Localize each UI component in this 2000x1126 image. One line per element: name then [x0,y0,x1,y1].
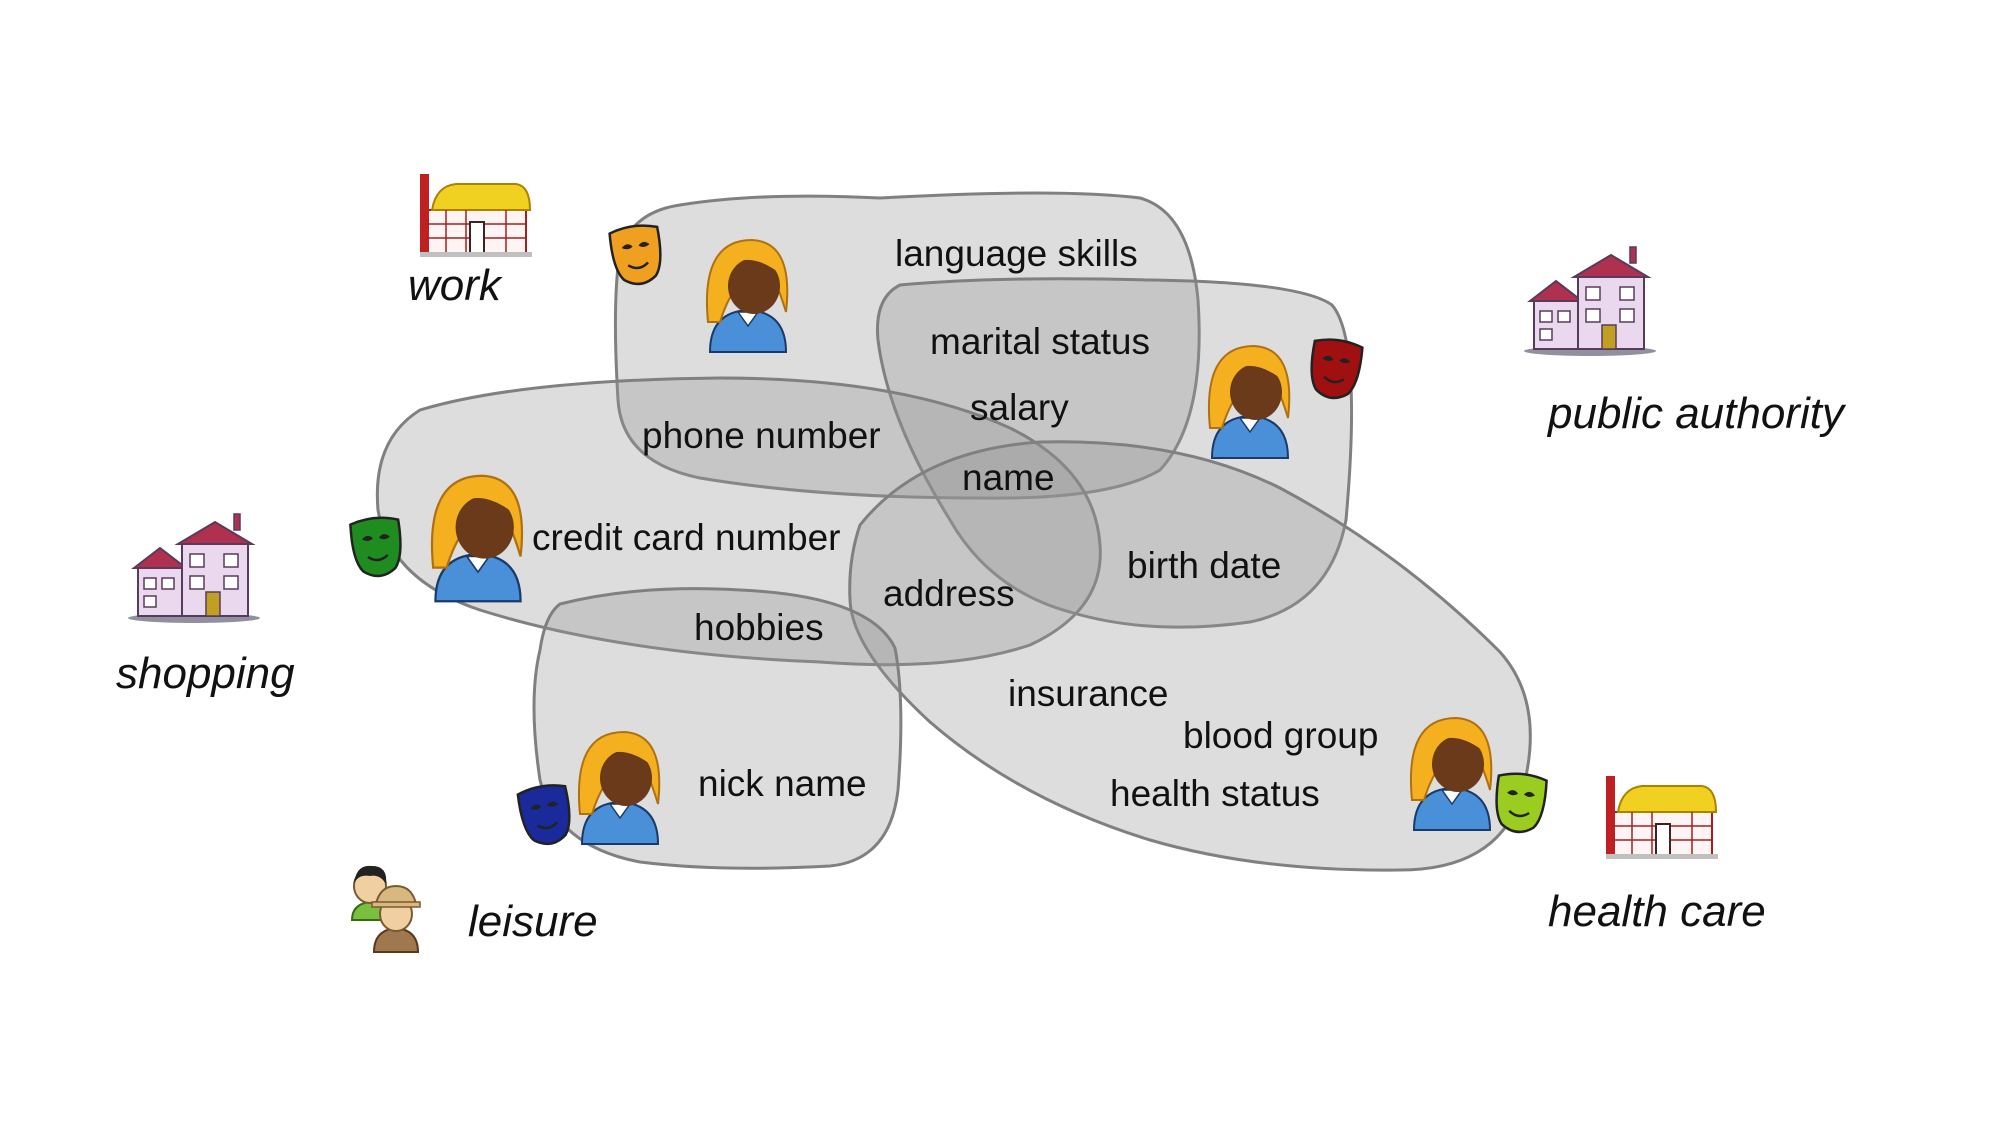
context-icons [127,173,1719,953]
attr-birth-date: birth date [1127,545,1281,586]
shop-building-icon [127,513,261,624]
person-icon-health-care [1409,717,1493,831]
label-shopping: shopping [116,649,295,698]
region-shopping [375,376,1102,667]
label-leisure: leisure [468,897,598,946]
mask-icon-health-care [1491,770,1549,836]
attr-credit-card-number: credit card number [532,517,840,558]
region-health-care [848,440,1532,872]
attr-name: name [962,457,1055,498]
people-group-icon [350,865,421,953]
attr-hobbies: hobbies [694,607,824,648]
context-labels: work public authority shopping leisure h… [116,261,1847,946]
attr-marital-status: marital status [930,321,1150,362]
office-building-icon [419,173,533,258]
mask-icon-shopping [348,514,406,580]
person-icon-leisure [577,731,661,845]
attr-health-status: health status [1110,773,1320,814]
identity-regions [375,191,1532,872]
label-public-authority: public authority [1546,389,1847,438]
attr-address: address [883,573,1015,614]
attr-blood-group: blood group [1183,715,1378,756]
attr-phone-number: phone number [642,415,881,456]
attribute-labels: language skills marital status salary ph… [532,233,1378,814]
mask-icon-leisure [515,780,577,850]
attr-salary: salary [970,387,1069,428]
attr-language-skills: language skills [895,233,1138,274]
label-work: work [408,261,503,310]
attr-insurance: insurance [1008,673,1168,714]
attr-nick-name: nick name [698,763,867,804]
person-icon-shopping [430,474,524,603]
label-health-care: health care [1548,887,1766,936]
person-icon-work [705,239,789,353]
person-icon-public-authority [1207,345,1291,459]
town-hall-icon [1523,246,1657,357]
hospital-building-icon [1605,775,1719,860]
